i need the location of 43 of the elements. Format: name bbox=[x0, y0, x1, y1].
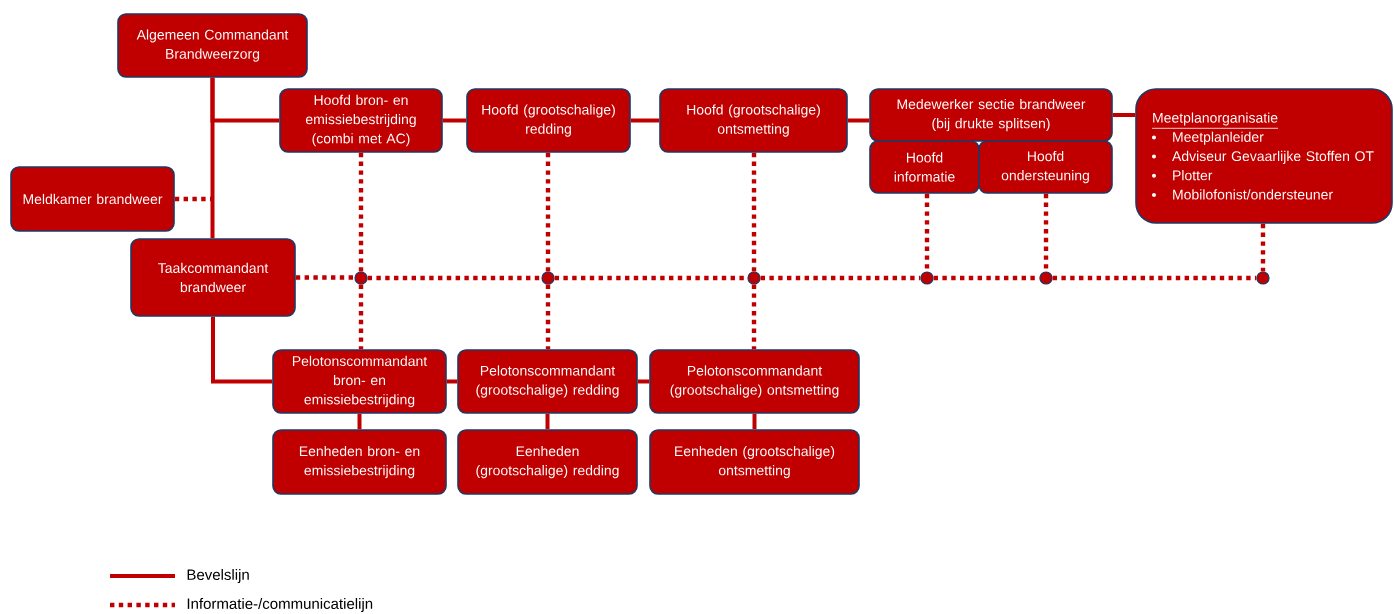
org-box: Hoofd informatie bbox=[869, 140, 980, 194]
legend-label: Informatie-/communicatielijn bbox=[187, 598, 373, 612]
org-box: Algemeen Commandant Brandweerzorg bbox=[117, 13, 308, 78]
org-box: Pelotonscommandant bron- en emissiebestrijding bbox=[272, 349, 447, 414]
dotted-line bbox=[924, 193, 930, 272]
dotted-line bbox=[358, 152, 364, 272]
connector-line bbox=[211, 316, 273, 384]
dotted-line bbox=[295, 275, 355, 280]
connector-line bbox=[357, 413, 362, 430]
dotted-line bbox=[760, 275, 921, 281]
org-box: Hoofd ondersteuning bbox=[978, 140, 1113, 194]
org-box: Meldkamer brandweer bbox=[10, 166, 175, 232]
connector-line bbox=[847, 118, 870, 123]
org-box: Taakcommandant brandweer bbox=[130, 238, 296, 317]
dotted-line bbox=[751, 152, 757, 272]
connector-line bbox=[442, 118, 467, 123]
dotted-line bbox=[367, 275, 542, 281]
connector-line bbox=[545, 413, 550, 430]
org-box: Medewerker sectie brandweer (bij drukte splitsen) bbox=[869, 88, 1113, 142]
dotted-line bbox=[1043, 193, 1049, 272]
connector-line bbox=[637, 379, 650, 384]
org-box: Eenheden bron- en emissiebestrijding bbox=[272, 429, 447, 495]
legend-label: Bevelslijn bbox=[187, 569, 249, 583]
connector-line bbox=[1112, 113, 1136, 117]
org-box: Meetplanorganisatie Meetplanleider Adviseur Gevaarlijke Stoffen OT Plotter Mobilofonist/ondersteuner bbox=[1135, 88, 1393, 224]
dotted-line bbox=[545, 284, 551, 350]
connector-line bbox=[446, 379, 458, 384]
dotted-line bbox=[545, 152, 551, 272]
connector-line bbox=[630, 118, 660, 123]
dotted-line bbox=[1052, 275, 1257, 281]
dotted-line bbox=[358, 284, 364, 350]
org-box: Pelotonscommandant (grootschalige) redding bbox=[457, 349, 638, 414]
org-box: Hoofd bron- en emissiebestrijding (combi met AC) bbox=[279, 88, 443, 153]
connector-line bbox=[752, 413, 757, 430]
org-box: Pelotonscommandant (grootschalige) ontsmetting bbox=[649, 349, 860, 414]
org-box: Hoofd (grootschalige) ontsmetting bbox=[659, 88, 848, 153]
org-box: Eenheden (grootschalige) redding bbox=[457, 429, 638, 495]
org-box: Hoofd (grootschalige) redding bbox=[466, 88, 631, 153]
org-box: Eenheden (grootschalige) ontsmetting bbox=[649, 429, 860, 495]
dotted-line bbox=[174, 196, 213, 202]
dotted-line bbox=[1260, 223, 1266, 272]
connector-line bbox=[210, 77, 280, 123]
dotted-line bbox=[751, 284, 757, 350]
